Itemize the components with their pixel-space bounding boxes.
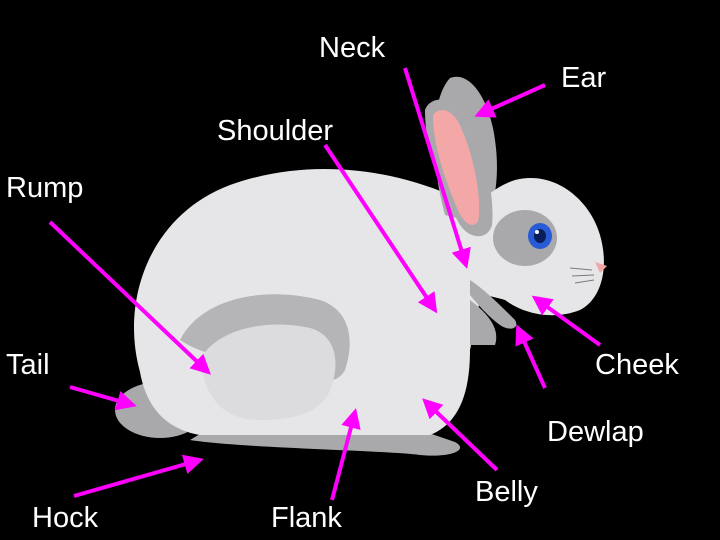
label-cheek: Cheek (595, 349, 679, 381)
ear-arrow (474, 83, 546, 118)
rabbit-dewlap (470, 280, 517, 329)
shoulder-arrow (323, 143, 438, 314)
rabbit-nose (595, 262, 607, 273)
flank-arrow (330, 408, 361, 501)
label-shoulder: Shoulder (217, 115, 334, 147)
label-hock: Hock (32, 502, 99, 534)
rabbit-eye-highlight (535, 230, 539, 234)
rabbit-haunch (200, 324, 336, 420)
label-ear: Ear (561, 62, 607, 94)
rabbit-chest-shade (470, 300, 497, 345)
belly-arrow (422, 398, 499, 472)
label-dewlap: Dewlap (547, 416, 644, 448)
label-rump: Rump (6, 172, 84, 204)
rabbit-illustration (115, 76, 607, 456)
tail-arrow (69, 385, 137, 411)
label-flank: Flank (271, 502, 342, 534)
dewlap-arrow (515, 324, 547, 389)
rabbit-ear-inner (433, 110, 480, 225)
rabbit-whiskers (569, 267, 595, 284)
cheek-arrow (531, 295, 602, 347)
hock-arrow (73, 454, 204, 498)
label-neck: Neck (319, 32, 386, 64)
neck-arrow (403, 67, 471, 269)
label-arrows (48, 67, 602, 501)
label-belly: Belly (475, 476, 538, 508)
label-tail: Tail (6, 349, 50, 381)
rump-arrow (48, 220, 211, 375)
